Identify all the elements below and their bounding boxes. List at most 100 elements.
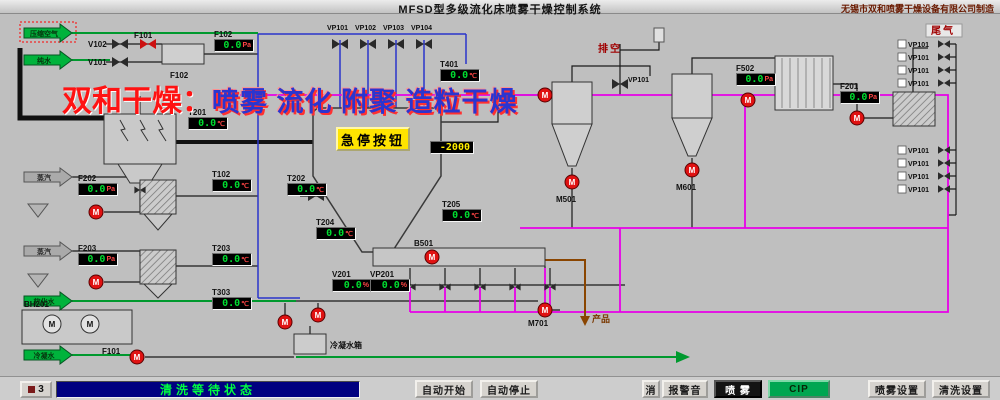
unit-text: ℃ [241, 182, 249, 190]
valve-vp102[interactable] [360, 39, 376, 49]
value-text: 0.0 [849, 92, 868, 103]
pump-f101[interactable]: M [129, 349, 145, 365]
display-tag: F102 [214, 30, 233, 39]
steam-arrow-1 [23, 167, 73, 187]
tag-vp104: VP104 [411, 25, 432, 32]
motor-letter: M [745, 96, 752, 105]
tag-vp101: VP101 [327, 25, 348, 32]
valve-vp-right-3[interactable] [938, 66, 950, 74]
tag-vp-right-5: VP101 [908, 148, 929, 155]
feed-funnel-2 [26, 273, 50, 288]
page-indicator[interactable]: 3 [20, 381, 52, 398]
display-tag: F202 [78, 174, 97, 183]
rotary-valve-m601[interactable]: M [684, 162, 700, 178]
label-steam-lower: 蒸汽 [37, 247, 51, 256]
cyclone-b-body [671, 73, 713, 119]
display-value: 0.0℃ [212, 253, 252, 266]
vessel-f102 [161, 43, 205, 65]
valve-vp-right-1[interactable] [938, 40, 950, 48]
display-value: 0.0℃ [442, 209, 482, 222]
tag-vp-right-7: VP101 [908, 174, 929, 181]
display-tag: F502 [736, 64, 755, 73]
product-arrowhead [580, 316, 590, 326]
unit-text: ℃ [345, 230, 353, 238]
tag-f102-vessel: F102 [170, 71, 189, 80]
valve-vp-right-5[interactable] [938, 146, 950, 154]
emergency-stop-button[interactable]: 急停按钮 [336, 127, 410, 151]
green-arrowhead [676, 351, 690, 363]
value-text: 0.0 [381, 280, 400, 291]
bag-filter-electrode [119, 119, 167, 142]
valve-m701[interactable]: M [537, 302, 553, 318]
spray-settings-button[interactable]: 喷雾设置 [868, 380, 926, 398]
fan-f502[interactable]: M [740, 92, 756, 108]
agitator-1[interactable] [42, 314, 62, 334]
tag-vp-right-8: VP101 [908, 187, 929, 194]
valve-vp-right-7[interactable] [938, 172, 950, 180]
tag-vp-right-1: VP101 [908, 42, 929, 49]
valve-f101[interactable] [140, 39, 156, 49]
value-text: -2000 [439, 142, 470, 153]
agitator-2[interactable] [80, 314, 100, 334]
label-soft-water: 软化水 [34, 297, 56, 306]
auto-start-button[interactable]: 自动开始 [415, 380, 473, 398]
condensate-arrow [23, 345, 73, 365]
motor-letter: M [542, 306, 549, 315]
pump-f202[interactable]: M [88, 204, 104, 220]
valve-v101[interactable] [112, 57, 128, 67]
valve-vp101-vent[interactable] [612, 79, 628, 89]
fan-b501[interactable]: M [424, 249, 440, 265]
motor-letter: M [93, 278, 100, 287]
value-text: 0.0 [745, 74, 764, 85]
unit-text: Pa [764, 76, 773, 83]
valve-vp-right-4[interactable] [938, 79, 950, 87]
spray-button[interactable]: 喷 雾 [714, 380, 762, 398]
display-tag: T205 [442, 200, 461, 209]
unit-text: ℃ [241, 256, 249, 264]
label-pure-water: 纯水 [37, 56, 52, 65]
status-bar: 清洗等待状态 [56, 381, 360, 398]
unit-text: Pa [106, 256, 115, 263]
valve-bed-5[interactable] [544, 283, 556, 291]
pump-condensate-2[interactable]: M [310, 307, 326, 323]
value-text: 0.0 [452, 210, 471, 221]
motor-letter: M [854, 114, 861, 123]
tag-pump-f101: F101 [102, 347, 121, 356]
display-tag: T203 [212, 244, 231, 253]
valve-vp103[interactable] [388, 39, 404, 49]
label-condensate: 冷凝水 [34, 351, 56, 360]
pump-condensate-1[interactable]: M [277, 314, 293, 330]
unit-text: Pa [868, 94, 877, 101]
tag-bh201: BH201 [24, 300, 49, 309]
vp-indicator-box [897, 145, 907, 155]
valve-hopper[interactable] [134, 186, 146, 194]
clean-settings-button[interactable]: 清洗设置 [932, 380, 990, 398]
valve-vp-right-6[interactable] [938, 159, 950, 167]
display-tag: V201 [332, 270, 351, 279]
value-text: 0.0 [297, 184, 316, 195]
fan-f201[interactable]: M [849, 110, 865, 126]
display-value: -2000 [430, 141, 474, 154]
valve-v102[interactable] [112, 39, 128, 49]
value-text: 0.0 [222, 298, 241, 309]
valve-vp-right-2[interactable] [938, 53, 950, 61]
valve-vp101[interactable] [332, 39, 348, 49]
valve-vp-right-8[interactable] [938, 185, 950, 193]
valve-vp104[interactable] [416, 39, 432, 49]
auto-stop-button[interactable]: 自动停止 [480, 380, 538, 398]
vp-indicator-box [897, 78, 907, 88]
rotary-valve-m501[interactable]: M [564, 174, 580, 190]
pump-f203[interactable]: M [88, 274, 104, 290]
label-vent: 排空 [598, 42, 622, 55]
cip-button[interactable]: CIP [768, 380, 830, 398]
display-tag: VP201 [370, 270, 395, 279]
fan-exhaust[interactable]: M [537, 87, 553, 103]
mute-button[interactable]: 消 [642, 380, 660, 398]
display-value: 0.0℃ [440, 69, 480, 82]
alarm-sound-button[interactable]: 报警音 [662, 380, 708, 398]
tank-bh201 [21, 309, 133, 345]
